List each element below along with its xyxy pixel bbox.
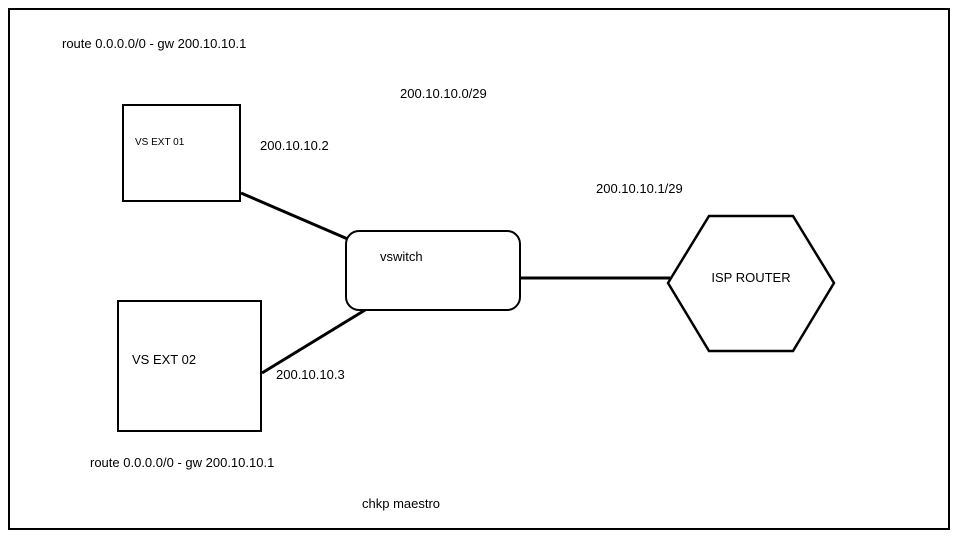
- node-vswitch: vswitch: [345, 230, 521, 311]
- isp-router-hexagon: [666, 214, 836, 353]
- link-vs02-vswitch: [261, 305, 371, 375]
- label-caption: chkp maestro: [362, 496, 441, 511]
- label-subnet: 200.10.10.0/29: [400, 86, 487, 101]
- node-vs-ext-02-label: VS EXT 02: [132, 352, 197, 367]
- label-ip-vs-ext-01: 200.10.10.2: [260, 138, 329, 153]
- label-ip-isp-router: 200.10.10.1/29: [596, 181, 683, 196]
- node-vswitch-label: vswitch: [380, 249, 423, 264]
- node-vs-ext-01: VS EXT 01: [122, 104, 241, 202]
- node-vs-ext-01-label: VS EXT 01: [135, 137, 185, 148]
- diagram-border: [8, 8, 950, 530]
- label-route-top: route 0.0.0.0/0 - gw 200.10.10.1: [62, 36, 247, 51]
- label-ip-vs-ext-02: 200.10.10.3: [276, 367, 345, 382]
- node-isp-router-label: ISP ROUTER: [711, 270, 791, 285]
- node-vs-ext-02: VS EXT 02: [117, 300, 262, 432]
- link-vs01-vswitch: [240, 191, 358, 245]
- label-route-bottom: route 0.0.0.0/0 - gw 200.10.10.1: [90, 455, 275, 470]
